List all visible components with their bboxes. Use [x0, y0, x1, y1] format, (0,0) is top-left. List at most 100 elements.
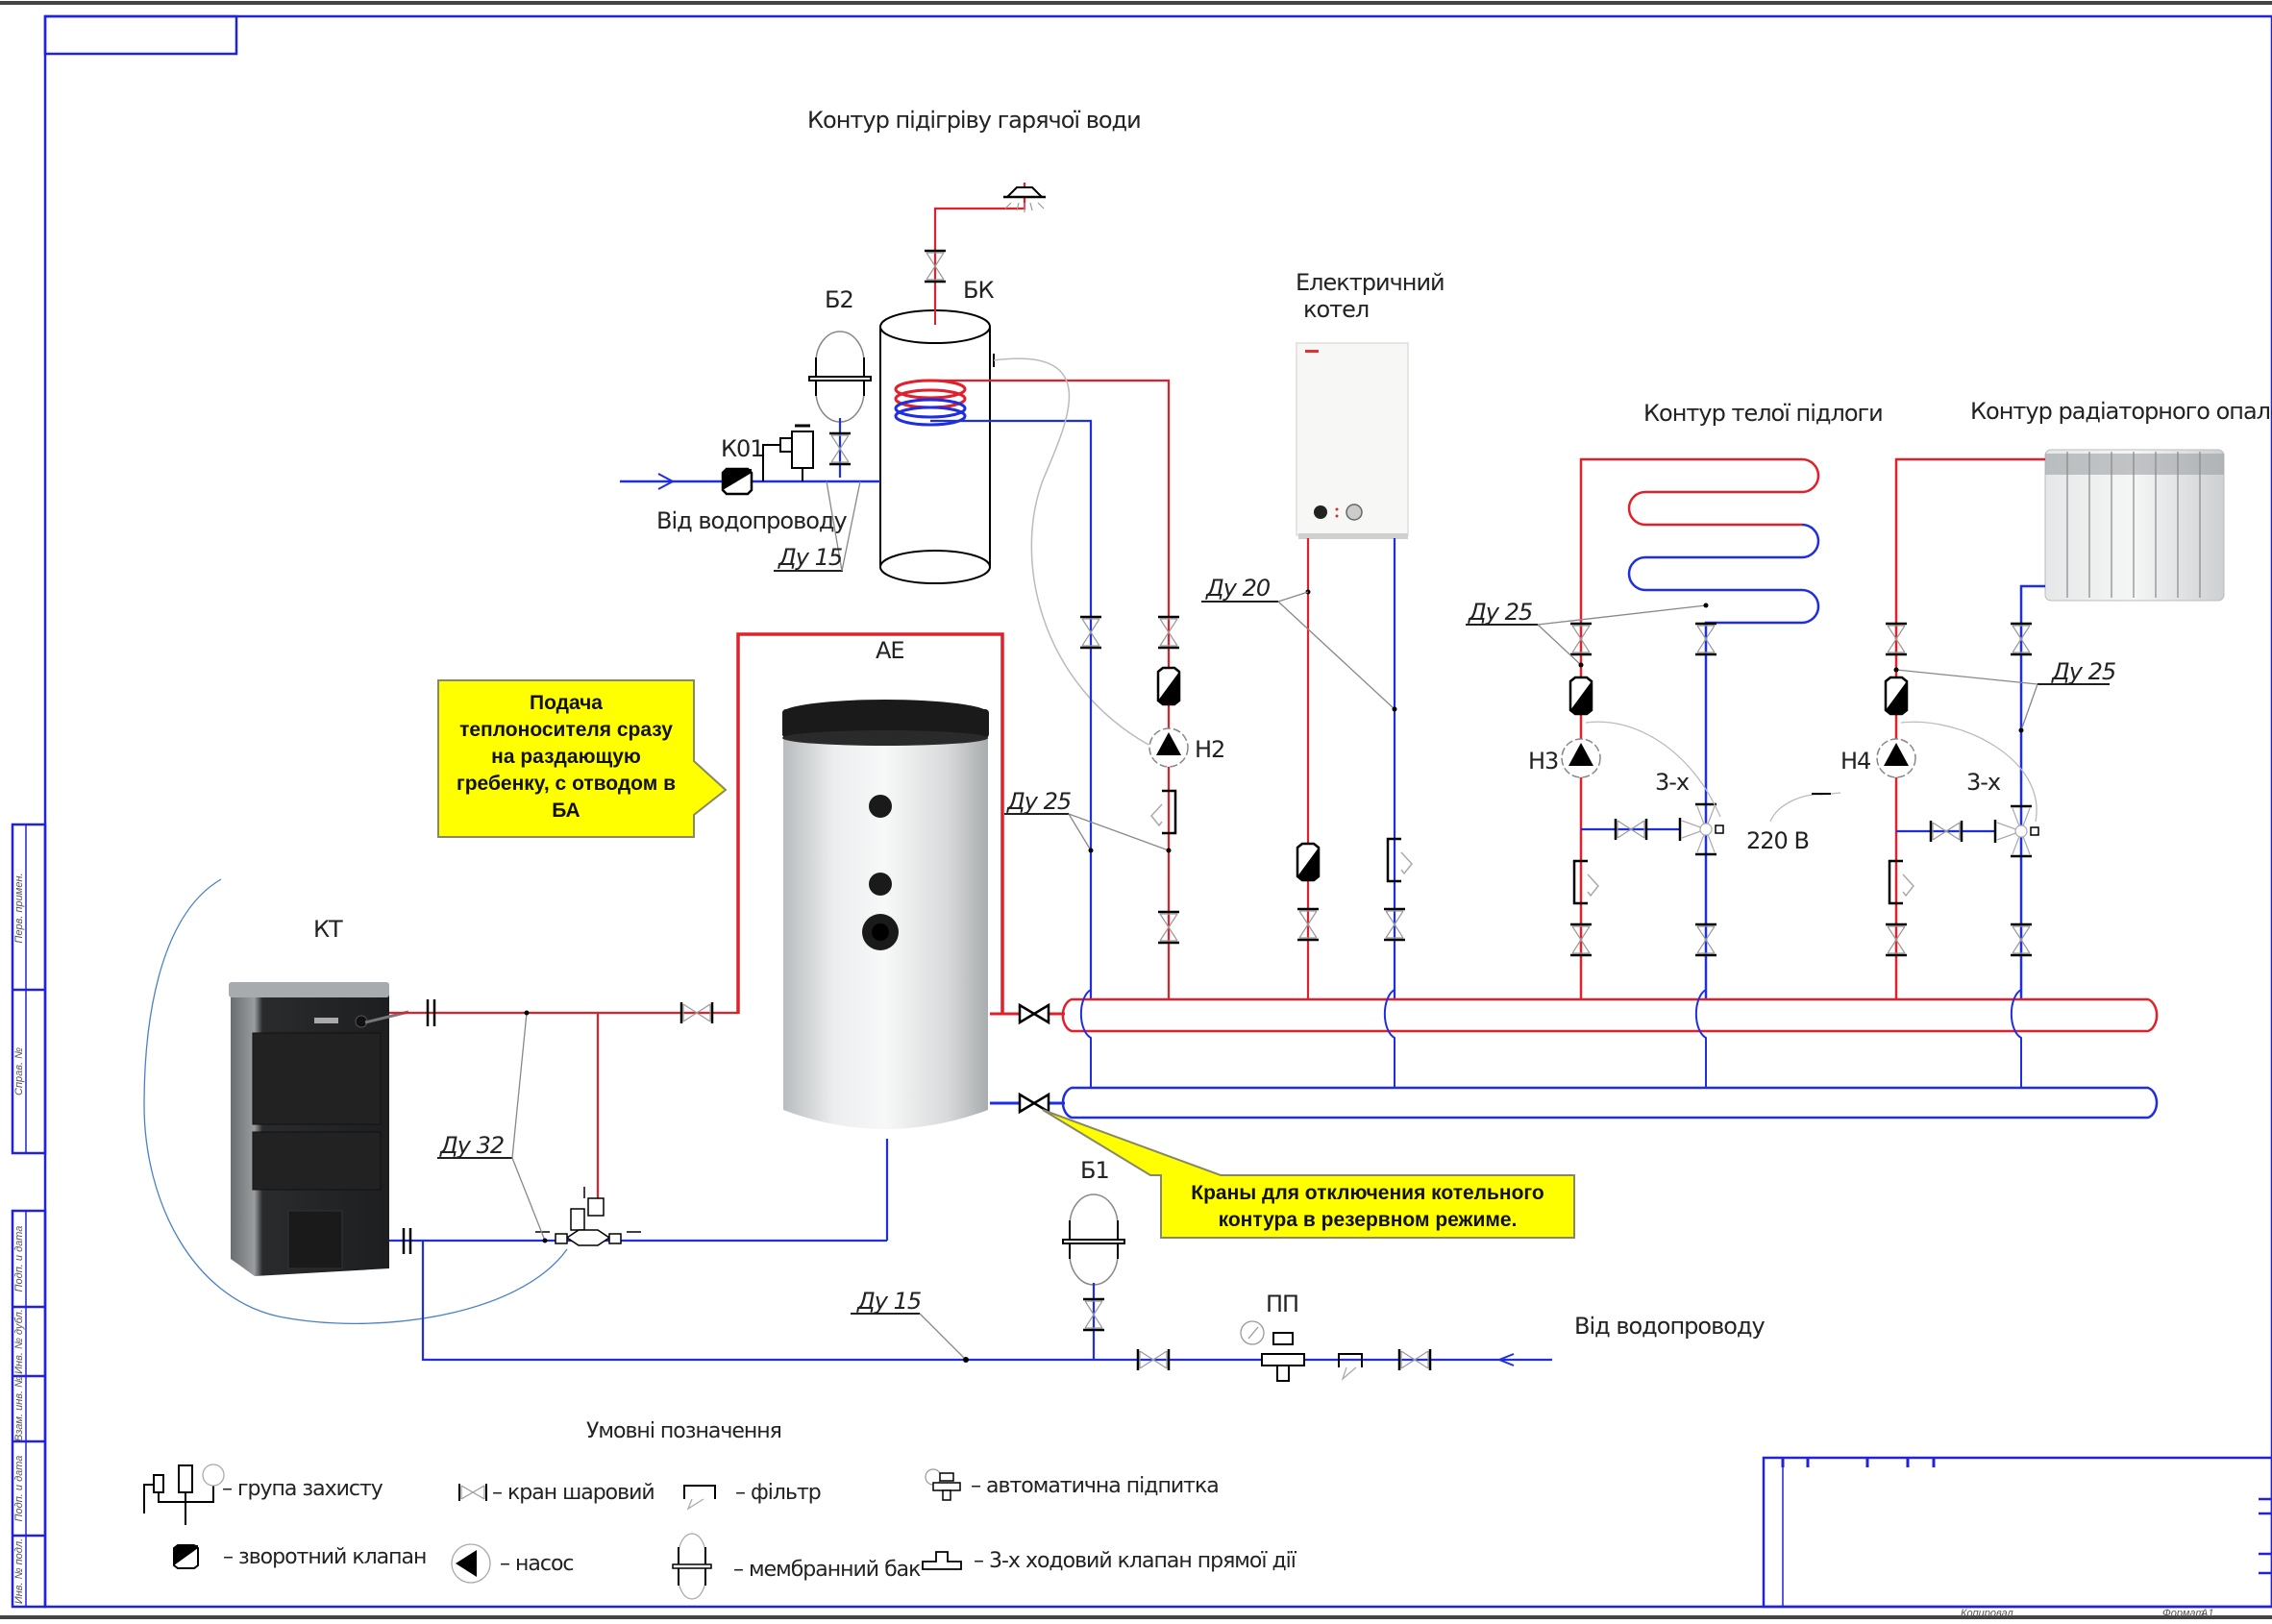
du25-h2-label: Ду 25	[1006, 788, 1071, 815]
h2-check-valve[interactable]	[1156, 666, 1181, 706]
h3-label: Н3	[1528, 748, 1558, 775]
h4-label: Н4	[1840, 748, 1870, 775]
floor-heating-title: Контур телої підлоги	[1643, 400, 1883, 427]
coil-return-line	[930, 419, 1093, 615]
radiator-circuit-title: Контур радіаторного опалення	[1970, 398, 2272, 425]
thermostatic-mixing-valve[interactable]	[535, 1187, 641, 1246]
du32-leader	[437, 1010, 548, 1243]
du15-top-leader	[774, 480, 861, 572]
shower-head-icon	[1003, 186, 1046, 212]
kt-label: КТ	[313, 916, 343, 943]
filter-icon	[683, 1485, 716, 1511]
safety-group-icon	[143, 1464, 225, 1525]
du25-h2-leader	[1004, 813, 1172, 853]
from-water-supply-top: Від водопроводу	[656, 507, 847, 534]
bypass-supply-loop	[736, 632, 1004, 1014]
kt-return-union	[402, 1228, 412, 1254]
callout-isolation-line-1: Краны для отключения котельного	[1191, 1182, 1543, 1204]
flow-arrow-icon	[657, 473, 676, 490]
three-way-valve-icon	[922, 1551, 962, 1570]
du25-floor-leader	[1466, 603, 1709, 668]
du20-leader	[1201, 589, 1397, 712]
pump-icon	[451, 1543, 491, 1584]
legend-label-membrane-tank: – мембранний бак	[733, 1558, 921, 1582]
floor-heating-coil	[1579, 457, 1820, 999]
legend-label-filter: – фільтр	[735, 1481, 821, 1505]
h3-check-valve[interactable]	[1568, 676, 1593, 716]
callout-isolation-line-2: контура в резервном режиме.	[1219, 1209, 1518, 1231]
stamp-perv-primen: Перв. примен.	[13, 873, 25, 943]
callout-isolation-valves: Краны для отключения котельного контура …	[1042, 1109, 1575, 1239]
return-isolation-valve[interactable]	[1018, 1092, 1050, 1115]
bk-label: БК	[963, 277, 994, 304]
b2-label: Б2	[825, 286, 853, 313]
radiator	[2044, 449, 2225, 602]
v220-label: 220 В	[1746, 827, 1809, 854]
auto-fill-valve[interactable]	[1240, 1320, 1305, 1382]
legend-label-safety-group: – група захисту	[222, 1477, 383, 1501]
legend-label-ball-valve: – кран шаровий	[492, 1481, 654, 1505]
stamp-podp-data-2: Подп. и дата	[13, 1456, 25, 1522]
dhw-circuit-title: Контур підігріву гарячої води	[807, 107, 1141, 134]
h3-filter[interactable]	[1572, 859, 1600, 905]
h2-filter[interactable]	[1149, 789, 1177, 835]
makeup-filter[interactable]	[1338, 1353, 1363, 1382]
electric-boiler-title-1: Електричний	[1296, 269, 1445, 296]
h3-pump-icon[interactable]	[1561, 738, 1601, 778]
three-way-valve-1[interactable]	[1678, 802, 1724, 856]
legend: Умовні позначення – група захисту – кран…	[143, 1419, 1298, 1600]
inlet-arrow-icon	[1496, 1353, 1515, 1366]
callout-bypass-line-5: БА	[552, 800, 580, 822]
legend-label-three-way-valve: – 3-х ходовий клапан прямої дії	[974, 1549, 1297, 1573]
h4-check-valve[interactable]	[1884, 676, 1909, 716]
b2-membrane-tank	[808, 331, 872, 423]
callout-bypass-line-1: Подача	[530, 692, 603, 714]
stamp-format: Формат	[2162, 1608, 2205, 1619]
makeup-water-line	[421, 1241, 1552, 1362]
h4-pump-icon[interactable]	[1876, 738, 1916, 778]
eb-check-valve[interactable]	[1296, 842, 1321, 882]
safety-valve-k01[interactable]	[762, 424, 814, 481]
side-stamp-strip: Перв. примен. Справ. № Подп. и дата Инв.…	[11, 823, 47, 1609]
du25-rad-label: Ду 25	[2051, 658, 2115, 685]
h4-control-wire	[1900, 721, 2037, 823]
h3-control-wire	[1585, 721, 1721, 818]
kt-supply-union	[426, 999, 436, 1026]
callout-bypass-line-3: на раздающую	[491, 746, 641, 768]
h2-pump-icon[interactable]	[1148, 727, 1189, 768]
radiator-return-line	[2019, 584, 2045, 999]
ball-valve-icon	[458, 1484, 487, 1501]
h4-filter[interactable]	[1888, 859, 1915, 905]
du15-bottom-leader	[851, 1313, 969, 1363]
supply-isolation-valve[interactable]	[1018, 1002, 1050, 1025]
callout-bypass: Подача теплоносителя сразу на раздающую …	[437, 679, 728, 838]
from-water-supply-bottom: Від водопроводу	[1574, 1313, 1765, 1340]
du15-bottom-label: Ду 15	[856, 1288, 921, 1315]
stamp-inv-podl: Инв. № подл.	[13, 1538, 25, 1604]
h2-label: Н2	[1195, 736, 1224, 763]
stamp-podp-data-1: Подп. и дата	[13, 1226, 25, 1292]
check-valve-icon	[173, 1544, 199, 1569]
eb-filter[interactable]	[1386, 837, 1414, 883]
check-valve-icon[interactable]	[721, 467, 753, 496]
flue-sensor-curve	[143, 878, 568, 1324]
return-risers	[1079, 985, 2022, 1088]
radiator-supply-line	[1894, 457, 2045, 999]
legend-label-auto-fill: – автоматична підпитка	[971, 1474, 1219, 1498]
stamp-vzam-inv: Взам. инв. №	[13, 1376, 25, 1441]
pp-label: ПП	[1266, 1291, 1298, 1317]
du15-top-label: Ду 15	[778, 544, 842, 571]
callout-bypass-line-2: теплоносителя сразу	[459, 719, 673, 741]
solid-fuel-boiler	[229, 982, 409, 1276]
coil-supply-line	[930, 379, 1171, 615]
stamp-sprav-no: Справ. №	[13, 1047, 25, 1095]
three-way-label-2: 3-х	[1966, 769, 2001, 796]
three-way-valve-2[interactable]	[1993, 804, 2039, 858]
ae-label: АЕ	[876, 637, 904, 664]
stamp-kopiroval: Копировал	[1961, 1608, 2013, 1619]
electric-boiler	[1296, 342, 1409, 539]
du32-label: Ду 32	[439, 1132, 504, 1159]
power-wire	[1769, 792, 1841, 823]
b1-label: Б1	[1080, 1157, 1109, 1184]
